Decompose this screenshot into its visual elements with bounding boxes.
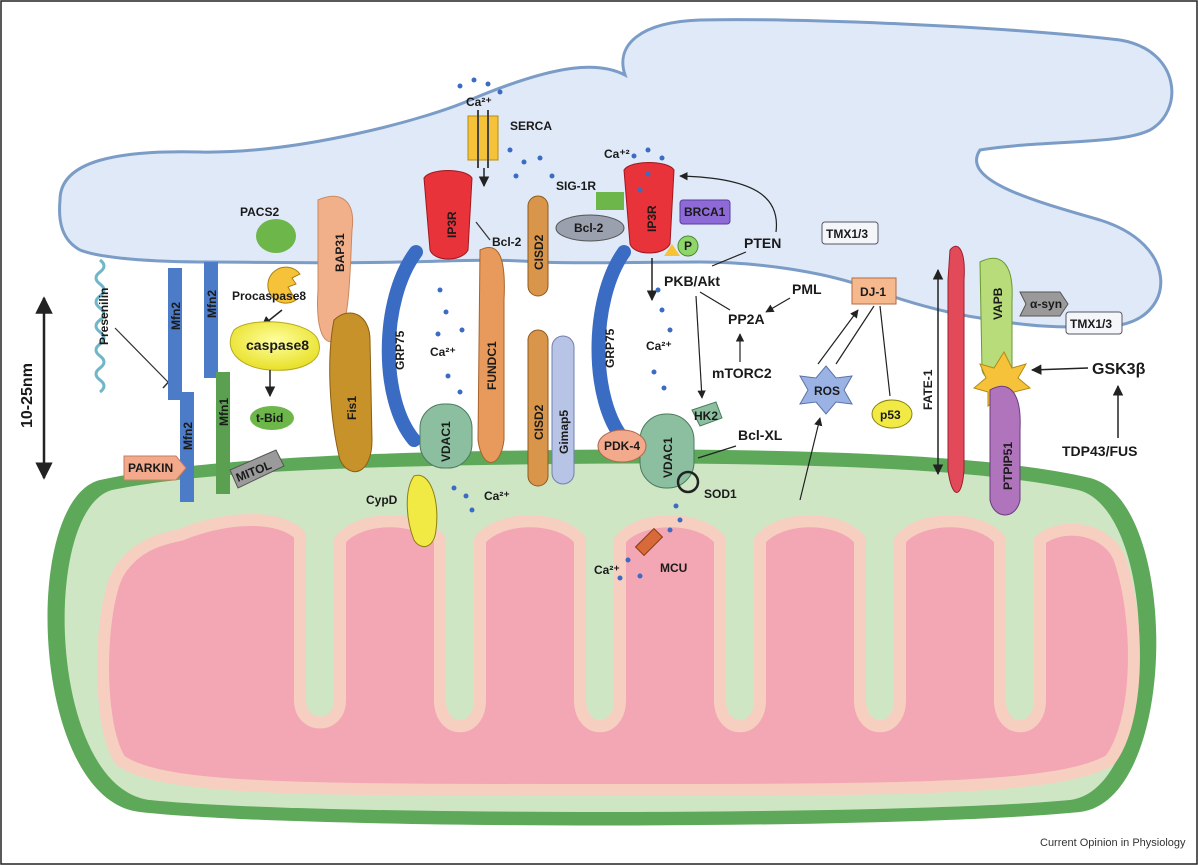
mfn2-label-1: Mfn2: [169, 302, 183, 330]
tmx13-right-label: TMX1/3: [1070, 317, 1112, 331]
bclxl-label: Bcl-XL: [738, 427, 783, 443]
tbid-label: t-Bid: [256, 411, 283, 425]
bap31-label: BAP31: [333, 233, 347, 272]
dj1-label: DJ-1: [860, 285, 886, 299]
pkb-akt-label: PKB/Akt: [664, 273, 720, 289]
procaspase8-label: Procaspase8: [232, 289, 306, 303]
mtorc2-label: mTORC2: [712, 365, 772, 381]
pdk4-label: PDK-4: [604, 439, 640, 453]
brca1-label: BRCA1: [684, 205, 726, 219]
credit-label: Current Opinion in Physiology: [1040, 837, 1186, 849]
fis1-label: Fis1: [345, 396, 359, 420]
cisd2-top-label: CISD2: [532, 234, 546, 270]
tdp43fus-label: TDP43/FUS: [1062, 443, 1137, 459]
ca-mid-right-label: Ca²⁺: [646, 339, 672, 353]
fundc1-label: FUNDC1: [485, 341, 499, 390]
vdac1-left-label: VDAC1: [439, 421, 453, 462]
ca-mcu-label: Ca²⁺: [594, 563, 620, 577]
mfn2-er-bar-2: [204, 262, 218, 378]
tmx13-top-label: TMX1/3: [826, 227, 868, 241]
fate1-shape: [948, 246, 964, 492]
serca-pump: [468, 116, 498, 160]
ptpip51-label: PTPIP51: [1001, 442, 1015, 490]
ca-mid-left-label: Ca²⁺: [430, 345, 456, 359]
grp75-right-label: GRP75: [603, 328, 617, 368]
mfn2-label-3: Mfn2: [181, 422, 195, 450]
bcl2-oval-label: Bcl-2: [574, 221, 604, 235]
pacs2-shape: [256, 219, 296, 253]
ca-plus2-label: Ca⁺²: [604, 147, 630, 161]
mfn2-er-bar-1: [168, 268, 182, 400]
pp2a-label: PP2A: [728, 311, 765, 327]
cisd2-bottom-label: CISD2: [532, 404, 546, 440]
ca-top-label: Ca²⁺: [466, 95, 492, 109]
mfn1-label: Mfn1: [217, 398, 231, 426]
vapb-label: VAPB: [991, 287, 1005, 320]
mcu-label: MCU: [660, 561, 687, 575]
sod1-label: SOD1: [704, 487, 737, 501]
ip3r-left-label: IP3R: [445, 211, 459, 238]
parkin-label: PARKIN: [128, 461, 173, 475]
sig1r-shape: [596, 192, 624, 210]
vdac1-right-label: VDAC1: [661, 437, 675, 478]
gimap5-label: Gimap5: [557, 410, 571, 454]
bcl2-left-label: Bcl-2: [492, 235, 522, 249]
pten-label: PTEN: [744, 235, 781, 251]
pacs2-label: PACS2: [240, 205, 279, 219]
mfn2-label-2: Mfn2: [205, 290, 219, 318]
ip3r-right-label: IP3R: [645, 205, 659, 232]
fate1-label: FATE-1: [921, 369, 935, 410]
ros-label: ROS: [814, 384, 840, 398]
pml-label: PML: [792, 281, 822, 297]
asyn-label: α-syn: [1030, 297, 1062, 311]
sig1r-label: SIG-1R: [556, 179, 596, 193]
phospho-label: P: [684, 239, 692, 253]
gsk3b-label: GSK3β: [1092, 361, 1146, 378]
grp75-left-label: GRP75: [393, 330, 407, 370]
mfn1-mito-bar: [216, 372, 230, 494]
caspase8-label: caspase8: [246, 337, 309, 353]
presenilin-label: Presenilin: [97, 288, 111, 345]
serca-label: SERCA: [510, 119, 552, 133]
ca-low-left-label: Ca²⁺: [484, 489, 510, 503]
hk2-label: HK2: [694, 409, 718, 423]
cypd-label: CypD: [366, 493, 398, 507]
scale-label: 10-25nm: [19, 363, 36, 428]
inner-membrane-cristae: [103, 520, 1134, 790]
p53-label: p53: [880, 408, 901, 422]
